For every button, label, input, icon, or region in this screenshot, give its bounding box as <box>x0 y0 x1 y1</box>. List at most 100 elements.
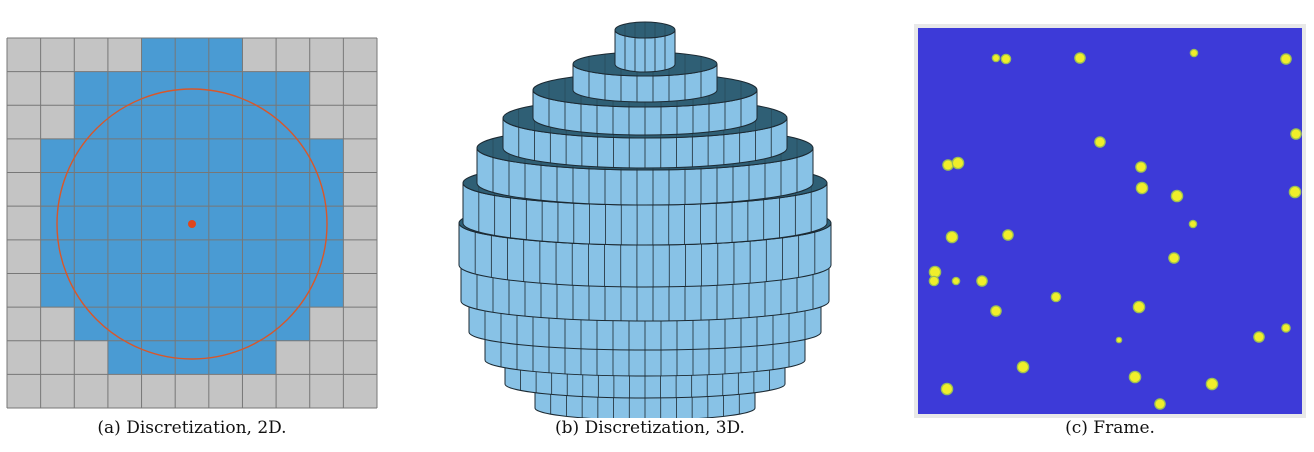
filled-cell <box>141 172 176 207</box>
particle <box>1290 187 1300 197</box>
particle <box>1134 302 1144 312</box>
filled-cell <box>208 105 243 139</box>
filled-cell <box>141 38 176 72</box>
particle <box>1137 183 1147 193</box>
filled-cell <box>276 206 310 240</box>
filled-cell <box>40 138 75 173</box>
particle <box>930 267 940 277</box>
filled-cell <box>175 38 209 72</box>
particle <box>1018 362 1028 372</box>
filled-cell <box>74 307 108 341</box>
filled-cell <box>107 138 142 173</box>
voxel-sphere-figure <box>458 21 832 418</box>
particle <box>1052 293 1060 301</box>
filled-cell <box>309 239 344 274</box>
particle <box>1155 399 1165 409</box>
filled-cell <box>309 138 344 173</box>
filled-cell <box>107 340 142 375</box>
particle <box>993 55 999 61</box>
filled-cell <box>208 307 243 341</box>
filled-cell <box>175 340 209 375</box>
particle <box>1191 50 1197 56</box>
filled-cell <box>175 105 209 139</box>
filled-cell <box>309 172 344 207</box>
filled-cell <box>242 239 277 274</box>
filled-cell <box>276 307 310 341</box>
frame-image <box>914 24 1306 418</box>
particle <box>1291 129 1301 139</box>
filled-cell <box>208 38 243 72</box>
filled-cell <box>107 105 142 139</box>
filled-cell <box>276 172 310 207</box>
filled-cell <box>276 239 310 274</box>
filled-cell <box>141 206 176 240</box>
particle <box>930 277 938 285</box>
filled-cell <box>141 273 176 308</box>
filled-cell <box>141 138 176 173</box>
disk-center <box>188 220 196 228</box>
particle <box>1254 332 1264 342</box>
particle <box>1169 253 1179 263</box>
filled-cell <box>242 307 277 341</box>
filled-cell <box>141 105 176 139</box>
filled-cell <box>74 239 108 274</box>
particle <box>1282 324 1290 332</box>
filled-cell <box>74 71 108 106</box>
filled-cell <box>107 239 142 274</box>
filled-cell <box>141 71 176 106</box>
filled-cell <box>175 239 209 274</box>
filled-cell <box>175 273 209 308</box>
particle <box>953 278 959 284</box>
particle <box>942 384 952 394</box>
filled-cell <box>175 138 209 173</box>
filled-cell <box>175 172 209 207</box>
filled-cell <box>74 138 108 173</box>
filled-cell <box>141 307 176 341</box>
particle <box>1281 54 1291 64</box>
panel-frame <box>914 24 1306 418</box>
filled-cell <box>208 206 243 240</box>
disk-outline <box>56 88 328 360</box>
particle <box>977 276 987 286</box>
filled-cell <box>208 239 243 274</box>
filled-cell <box>242 172 277 207</box>
filled-cell <box>276 71 310 106</box>
frame-background <box>918 28 1302 414</box>
particle <box>947 232 957 242</box>
particle <box>1172 191 1182 201</box>
particle <box>953 158 963 168</box>
particle <box>1130 372 1140 382</box>
particle <box>1207 379 1217 389</box>
filled-cell <box>74 172 108 207</box>
filled-cell <box>208 138 243 173</box>
filled-cell <box>40 239 75 274</box>
filled-cell <box>242 105 277 139</box>
grid-2d-figure <box>6 37 378 409</box>
caption-a: (a) Discretization, 2D. <box>97 418 287 438</box>
filled-cell <box>107 307 142 341</box>
caption-c: (c) Frame. <box>1065 418 1155 438</box>
filled-cell <box>242 340 277 375</box>
filled-cell <box>242 71 277 106</box>
particle <box>991 306 1001 316</box>
particle <box>1002 55 1010 63</box>
filled-cell <box>276 138 310 173</box>
panel-2d-discretization <box>6 37 378 409</box>
particle <box>1190 221 1196 227</box>
panel-3d-discretization <box>450 8 850 418</box>
particle <box>1075 53 1085 63</box>
particle <box>1117 338 1121 342</box>
filled-cell <box>107 172 142 207</box>
particle <box>1095 137 1105 147</box>
filled-cell <box>242 273 277 308</box>
filled-cell <box>208 71 243 106</box>
filled-cell <box>141 239 176 274</box>
filled-cell <box>208 273 243 308</box>
filled-cell <box>40 172 75 207</box>
filled-cell <box>175 307 209 341</box>
filled-cell <box>74 206 108 240</box>
particle <box>1003 230 1013 240</box>
particle <box>943 160 953 170</box>
caption-b: (b) Discretization, 3D. <box>555 418 745 438</box>
filled-cell <box>276 273 310 308</box>
